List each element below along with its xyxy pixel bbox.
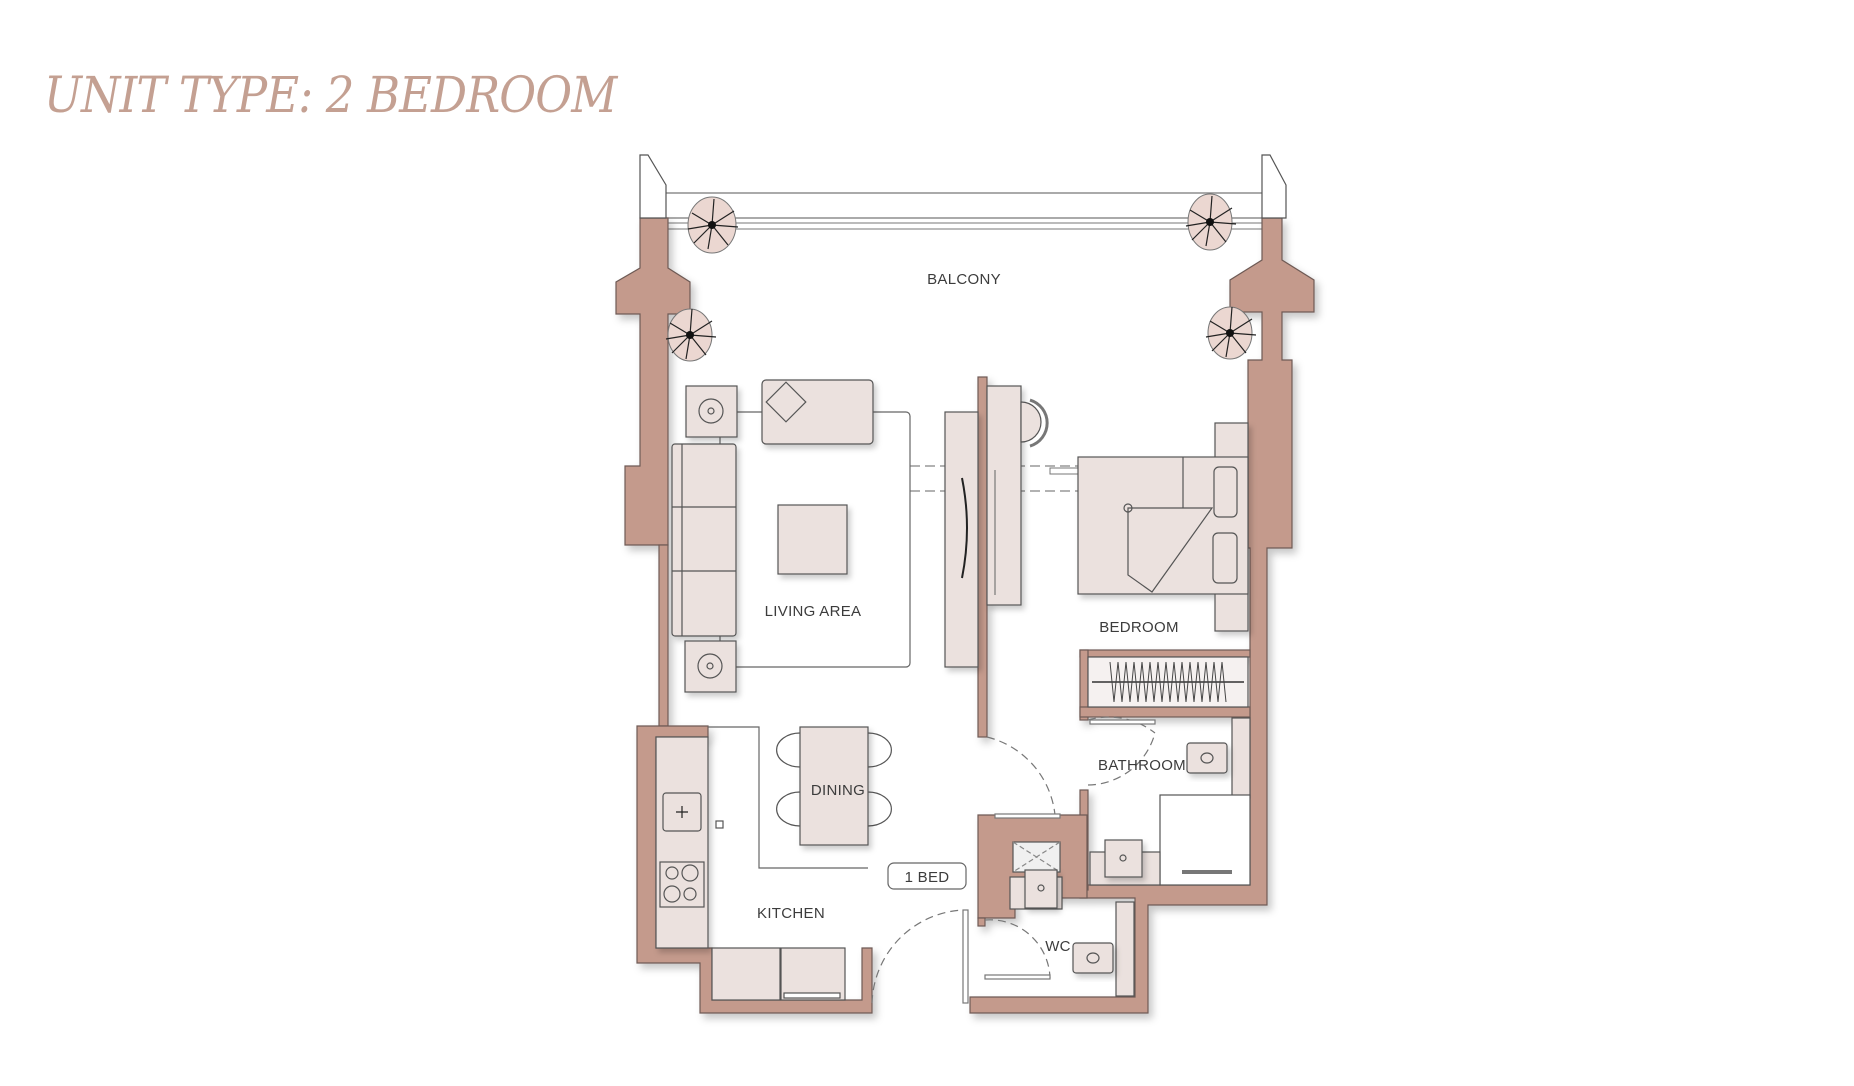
coffee-table-icon	[777, 504, 848, 575]
unit-tag	[887, 862, 967, 890]
door-swing-icon	[871, 716, 1156, 1004]
plant-icon	[1205, 306, 1257, 360]
lamp-icon	[685, 385, 738, 438]
room-label-dining: DINING	[811, 782, 865, 799]
chair-icon	[867, 791, 892, 827]
chair-icon	[867, 732, 892, 768]
kitchen-fixtures	[655, 726, 868, 1001]
pillar-cap-left	[639, 154, 667, 219]
armchair-icon	[761, 379, 874, 445]
desk-icon	[986, 385, 1022, 606]
chair-icon	[776, 732, 801, 768]
unit-tag-label: 1 BED	[905, 869, 950, 886]
wardrobe-icon	[1087, 656, 1249, 708]
room-label-bathroom: BATHROOM	[1098, 757, 1186, 774]
chair-icon	[1020, 401, 1042, 443]
pillar-cap-right	[1261, 154, 1287, 219]
dining-furniture	[776, 726, 892, 846]
wc-fixtures	[1009, 841, 1135, 997]
toilet-icon	[1072, 942, 1114, 974]
sofa-icon	[671, 443, 737, 637]
bedroom-furniture	[986, 385, 1249, 708]
living-furniture	[671, 379, 979, 693]
toilet-icon	[1186, 742, 1228, 774]
door-leaf	[962, 719, 1156, 1004]
page-title: UNIT TYPE: 2 BEDROOM	[44, 66, 617, 124]
plant-icon	[665, 308, 717, 362]
plant-icon	[1185, 193, 1237, 251]
chair-icon	[776, 791, 801, 827]
room-label-wc: WC	[1045, 938, 1071, 955]
tv-icon	[944, 411, 979, 668]
room-label-balcony: BALCONY	[927, 271, 1001, 288]
room-label-living: LIVING AREA	[765, 603, 862, 620]
pillow-icon	[1212, 532, 1238, 584]
pillow-icon	[1213, 466, 1238, 518]
bed-icon	[1077, 422, 1249, 632]
plant-icon	[687, 196, 739, 254]
room-label-bedroom: BEDROOM	[1099, 619, 1179, 636]
room-label-kitchen: KITCHEN	[757, 905, 825, 922]
bathroom-fixtures	[1089, 717, 1251, 886]
lamp-icon	[684, 640, 737, 693]
sink-icon	[1024, 869, 1058, 909]
